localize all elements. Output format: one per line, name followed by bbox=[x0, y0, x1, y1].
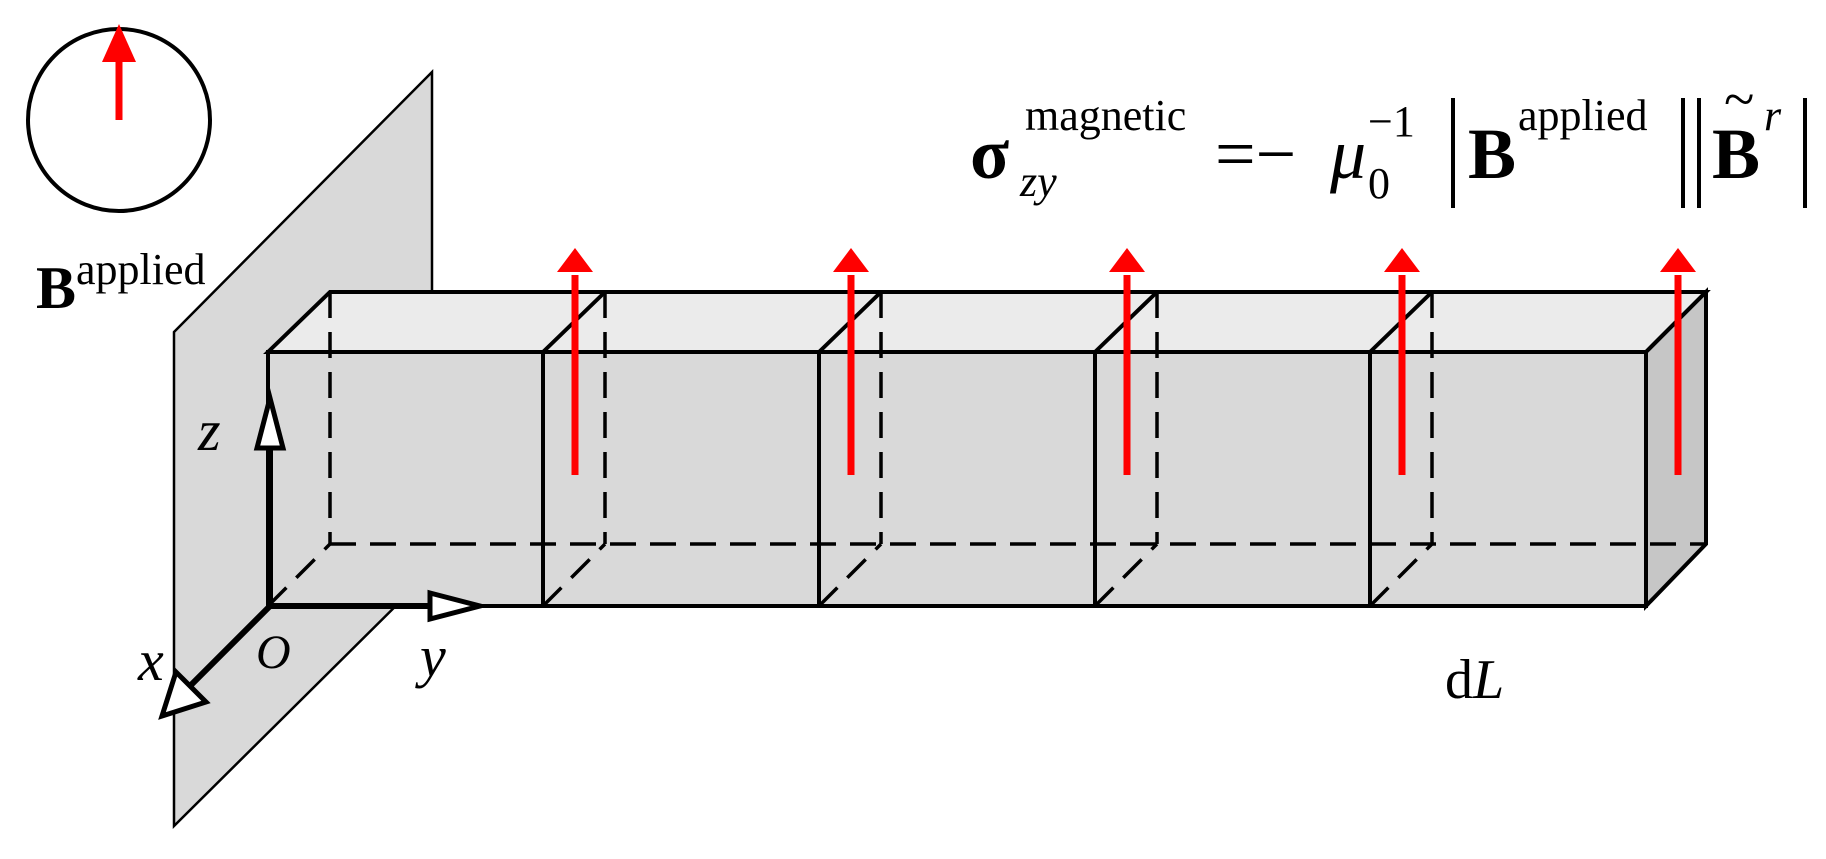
hidden-edges bbox=[266, 292, 1706, 608]
axis-y-label: y bbox=[415, 624, 446, 689]
hidden-diag-2 bbox=[817, 542, 883, 608]
x-axis-arrowhead bbox=[158, 667, 211, 720]
dl-l: L bbox=[1472, 649, 1504, 711]
b-applied-label: Bapplied bbox=[36, 245, 206, 321]
field-arrow-1 bbox=[557, 248, 593, 475]
field-arrow-5 bbox=[1660, 248, 1696, 475]
axis-z-label: z bbox=[197, 398, 221, 463]
axis-x-label: x bbox=[137, 628, 164, 693]
hidden-diag-1 bbox=[541, 542, 607, 608]
segment-length-label: dL bbox=[1445, 649, 1504, 711]
equation-btilde-sup: r bbox=[1764, 91, 1782, 140]
field-arrow-3 bbox=[1109, 248, 1145, 475]
hidden-bottom-left-diag bbox=[266, 542, 332, 608]
equation-mu-sub: 0 bbox=[1368, 159, 1390, 208]
hidden-diag-4 bbox=[1368, 542, 1434, 608]
applied-field-indicator bbox=[26, 24, 212, 213]
b-applied-sup: applied bbox=[76, 245, 206, 294]
field-arrows bbox=[557, 248, 1696, 475]
origin-label: O bbox=[256, 626, 291, 679]
equation-b-sup: applied bbox=[1518, 91, 1648, 140]
box-front-face bbox=[266, 350, 1648, 608]
stress-equation: σ magnetic zy =− μ −1 0 B applied B ~ r bbox=[970, 69, 1807, 208]
dl-d: d bbox=[1445, 649, 1473, 711]
equation-sigma: σ bbox=[970, 114, 1009, 194]
equation-btilde-base: B bbox=[1712, 114, 1760, 194]
equation-mu: μ bbox=[1329, 114, 1366, 194]
field-arrow-2 bbox=[833, 248, 869, 475]
equation-tilde-mark: ~ bbox=[1724, 69, 1754, 131]
coordinate-axes bbox=[158, 388, 490, 720]
equation-mu-sup: −1 bbox=[1368, 97, 1415, 146]
hidden-diag-3 bbox=[1093, 542, 1159, 608]
b-applied-base: B bbox=[36, 255, 76, 321]
equation-equals-minus: =− bbox=[1215, 114, 1296, 194]
z-axis-arrowhead bbox=[253, 388, 287, 451]
x-axis-line bbox=[187, 603, 273, 689]
y-axis-arrowhead bbox=[427, 589, 490, 623]
field-arrow-4 bbox=[1384, 248, 1420, 475]
box-top-face bbox=[263, 290, 1711, 354]
equation-b-base: B bbox=[1468, 114, 1516, 194]
indicator-arrow-head bbox=[102, 24, 136, 62]
beam-box bbox=[263, 287, 1711, 611]
equation-sigma-sup: magnetic bbox=[1025, 91, 1186, 140]
equation-sigma-sub: zy bbox=[1019, 157, 1057, 206]
